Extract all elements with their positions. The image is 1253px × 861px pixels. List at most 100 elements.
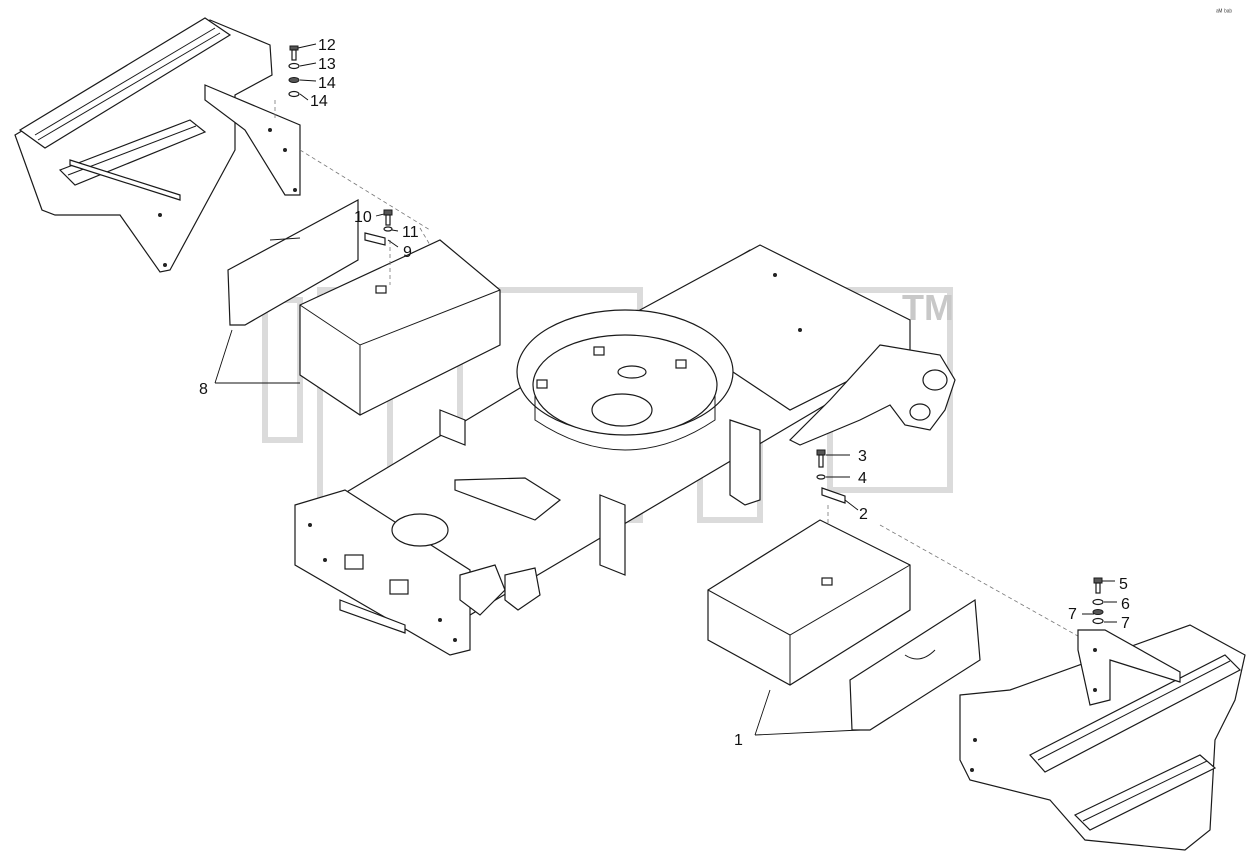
callout-12: 12 [318,37,336,54]
callout-11: 11 [402,224,419,241]
assembly-path-upper-left [274,100,431,231]
mount-hole [283,148,287,152]
callout-7-left: 7 [1068,606,1077,623]
latch-2 [821,487,846,504]
mount-hole [268,128,272,132]
toolbox-right-lid [849,598,981,731]
mounting-plate-left [204,84,301,196]
callout-9: 9 [403,244,412,261]
leader-lines-1 [754,689,861,736]
leader-lines-lower-right [1082,580,1117,623]
slewing-ring-inner [532,334,718,436]
center-hub [591,393,653,427]
mount-hole [293,188,297,192]
nut-14 [288,77,300,83]
bolt-head-10 [383,209,393,216]
step-assembly-left [14,17,301,273]
front-plate-hole [308,523,312,527]
bolt-shank-10 [385,214,391,226]
step-assembly-right [959,624,1246,851]
step-tread-upper-left-serration [34,27,221,141]
callout-1: 1 [734,732,743,749]
toolbox-left-edges [299,289,501,415]
ring-tab [593,346,605,356]
assembly-path-toolbox-left [389,227,431,285]
latch-9 [364,232,386,246]
step-tread-upper-right [1029,654,1242,773]
boom-mount-bracket [788,344,956,446]
toolbox-right-latch-plate [821,577,833,586]
washer-4 [816,474,826,480]
mount-hole [1093,648,1097,652]
nut-7 [1092,609,1104,615]
washer-14 [288,90,300,98]
frame-hole [798,328,802,332]
washer-7 [1092,617,1104,625]
callout-14-lower: 14 [310,93,328,110]
mount-hole [973,738,977,742]
callout-7-right: 7 [1121,615,1130,632]
leader-lines-toolbox-left [375,213,399,248]
boom-pin-bore-upper [922,369,948,391]
front-plate-slot [344,554,364,570]
callout-6: 6 [1121,596,1130,613]
callout-5: 5 [1119,576,1128,593]
lid-handle [904,649,936,660]
toolbox-left-body [299,239,501,416]
slewing-ring-skirt [534,395,716,451]
step-tread-upper-right-serration [1037,660,1231,761]
ring-tab [675,359,687,369]
toolbox-left-latch-plate [375,285,387,294]
mount-hole [970,768,974,772]
toolbox-right-edges [707,564,911,685]
front-bumper-bar [339,599,406,634]
watermark-tm: TM [902,287,954,328]
deck-stiffener-plate [454,477,562,521]
washer-13 [288,62,300,70]
callout-labels: 12 13 14 14 10 11 9 8 3 4 2 5 6 7 7 1 [199,37,1130,749]
front-plate-slot [389,579,409,595]
leader-lines-upper-left [297,43,317,101]
corner-mark: ᵃᴹ ᵇᵃᵇ [1216,9,1232,16]
center-hole [617,365,647,379]
step-tread-lower-right-serration [1082,760,1208,822]
deck-opening [391,513,449,547]
side-post-front [599,494,626,576]
side-lug-left [439,409,466,446]
crossbar-left [69,159,181,201]
mounting-plate-right [1077,629,1181,706]
callout-10: 10 [354,209,372,226]
lid-handle [269,237,301,241]
toolbox-left [214,198,501,416]
boom-pin-bore-lower [909,403,931,421]
side-post-rear [729,419,761,506]
bolt-head-5 [1093,577,1103,584]
mount-hole [163,263,167,267]
fastener-stack-lower-right [1082,577,1117,625]
bolt-shank-12 [291,49,297,61]
bolt-head-3 [816,449,826,456]
washer-11 [383,226,393,232]
ring-tab [536,379,548,389]
callout-8: 8 [199,381,208,398]
frame-hole [773,273,777,277]
front-plate-hole [438,618,442,622]
callout-3: 3 [858,448,867,465]
frame-rear-beam [638,244,911,411]
mount-hole [158,213,162,217]
leader-lines-center [826,454,859,511]
mount-hole [1093,688,1097,692]
front-hook-right [504,567,541,611]
toolbox-right-body [707,519,911,686]
callout-13: 13 [318,56,336,73]
main-frame [294,244,956,656]
front-plate-hole [323,558,327,562]
frame-front-plate [294,489,471,656]
toolbox-left-lid [227,198,359,326]
callout-14-upper: 14 [318,75,336,92]
front-hook-left [459,564,506,616]
watermark-letter-0 [262,297,303,443]
toolbox-right [707,519,981,736]
callout-2: 2 [859,506,868,523]
